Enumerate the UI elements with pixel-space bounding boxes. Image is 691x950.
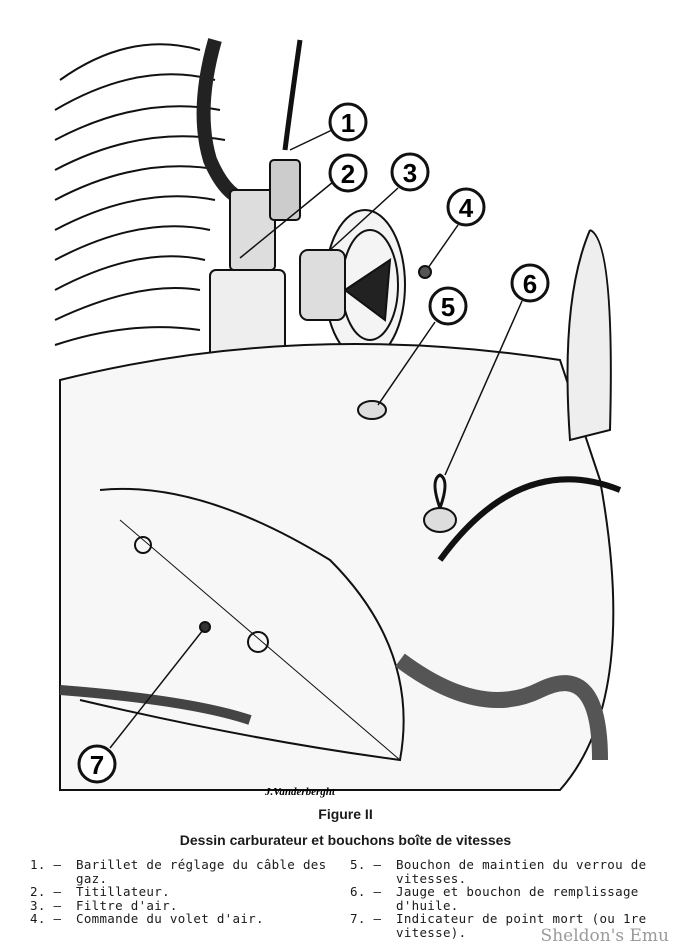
- legend-num: 2. —: [30, 884, 62, 899]
- engine-illustration: 1 2 3 4 5 6 7 J.Vanderberght: [54, 38, 622, 798]
- legend-text: Titillateur.: [76, 884, 170, 899]
- legend-text: Jauge et bouchon de remplissage d'huile.: [396, 884, 639, 913]
- callout-3: 3: [403, 158, 417, 188]
- callout-6: 6: [523, 269, 537, 299]
- legend-text: Barillet de réglage du câble des gaz.: [76, 857, 327, 886]
- legend-right: 5. — Bouchon de maintien du verrou de vit…: [350, 858, 650, 939]
- artist-signature: J.Vanderberght: [264, 786, 336, 798]
- legend-item: 7. — Indicateur de point mort (ou 1re vit…: [350, 912, 650, 939]
- legend-num: 7. —: [350, 911, 382, 926]
- figure-caption: Dessin carburateur et bouchons boîte de …: [179, 832, 512, 848]
- callout-5: 5: [441, 292, 455, 322]
- legend-item: 1. — Barillet de réglage du câble des gaz…: [30, 858, 330, 885]
- legend-item: 6. — Jauge et bouchon de remplissage d'hu…: [350, 885, 650, 912]
- legend-text: Commande du volet d'air.: [76, 911, 264, 926]
- watermark: Sheldon's Emu: [540, 926, 669, 946]
- legend-text: Indicateur de point mort (ou 1re vitesse…: [396, 911, 647, 940]
- callout-1: 1: [341, 108, 355, 138]
- legend-item: 5. — Bouchon de maintien du verrou de vit…: [350, 858, 650, 885]
- callout-4: 4: [459, 193, 474, 223]
- legend-item: 4. — Commande du volet d'air.: [30, 912, 330, 926]
- figure-title: Figure II: [318, 806, 373, 822]
- legend-num: 3. —: [30, 897, 62, 913]
- legend-num: 1. —: [30, 857, 62, 872]
- callout-7: 7: [90, 750, 104, 780]
- legend-num: 6. —: [350, 884, 382, 899]
- callouts: [77, 102, 550, 784]
- legend-item: 3. — Filtre d'air.: [30, 897, 330, 913]
- legend-left: 1. — Barillet de réglage du câble des gaz…: [30, 858, 330, 926]
- legend-num: 5. —: [350, 857, 382, 872]
- legend-text: Bouchon de maintien du verrou de vitesse…: [396, 857, 647, 886]
- legend-text: Filtre d'air.: [76, 897, 178, 913]
- legend-num: 4. —: [30, 911, 62, 926]
- cylinder-fins: [54, 43, 226, 346]
- legend-item: 2. — Titillateur.: [30, 885, 330, 899]
- callout-2: 2: [341, 159, 355, 189]
